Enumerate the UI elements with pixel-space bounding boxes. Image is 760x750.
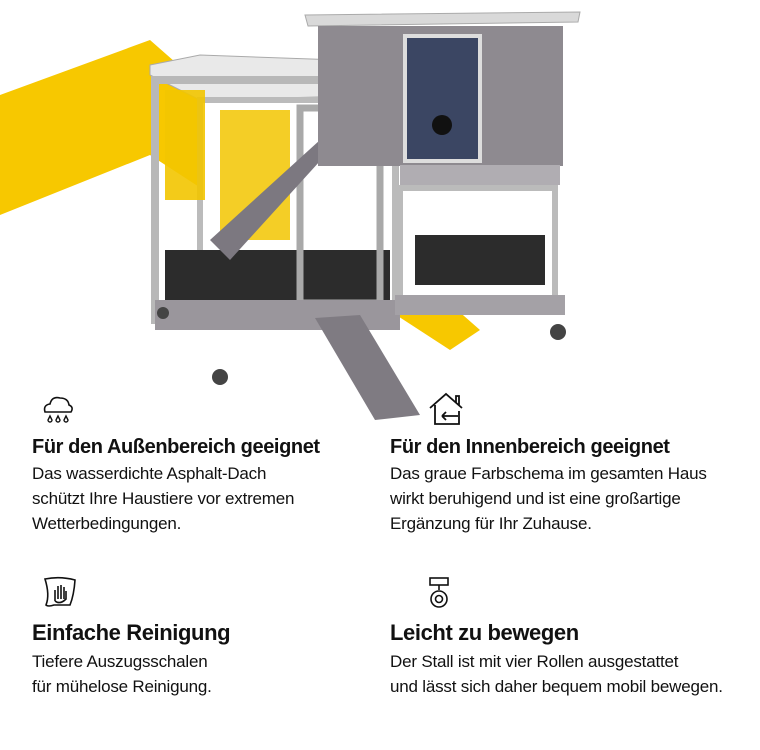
rain-cloud-icon — [43, 396, 73, 423]
hutch-house — [304, 11, 581, 315]
feature-description: Das wasserdichte Asphalt-Dach schützt Ih… — [32, 464, 295, 533]
feature-title: Einfache Reinigung — [32, 620, 231, 645]
house-enter-icon — [429, 392, 463, 425]
hutch-ramp — [315, 315, 420, 420]
feature-title: Leicht zu bewegen — [390, 620, 579, 645]
caster-wheels — [157, 307, 566, 385]
feature-description: Tiefere Auszugsschalen für mühelose Rein… — [32, 652, 212, 696]
product-image-rabbit-hutch — [0, 11, 581, 420]
feature-title: Für den Außenbereich geeignet — [32, 436, 320, 458]
feature-description: Der Stall ist mit vier Rollen ausgestatt… — [390, 652, 723, 696]
feature-title: Für den Innenbereich geeignet — [390, 436, 670, 458]
caster-wheel-icon — [429, 577, 449, 608]
hutch-run — [149, 54, 400, 330]
feature-description: Das graue Farbschema im gesamten Haus wi… — [390, 464, 707, 533]
cleaning-hand-icon — [43, 576, 76, 607]
